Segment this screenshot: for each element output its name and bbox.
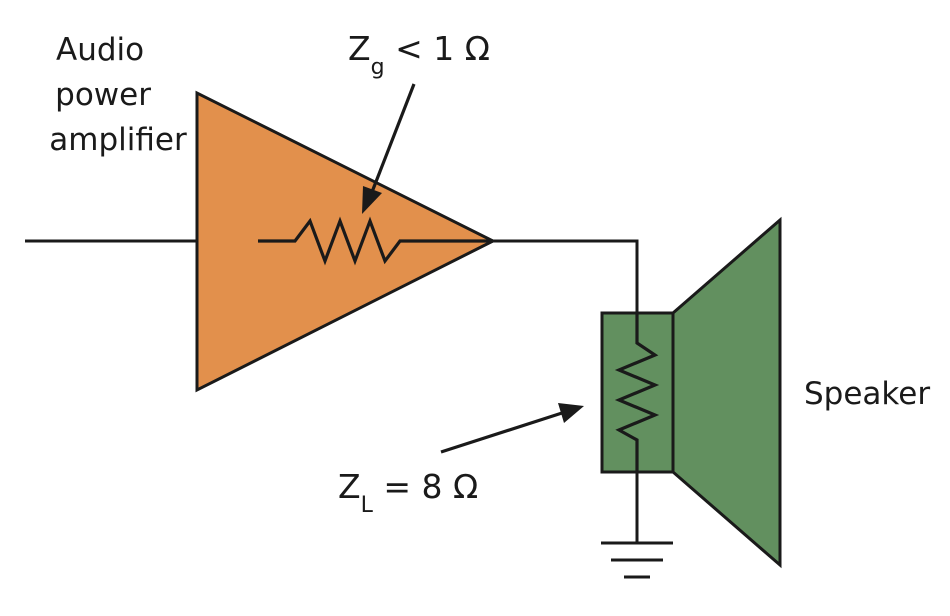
speaker-label: Speaker: [804, 376, 930, 412]
source-impedance-resistor: [258, 216, 493, 266]
ground-symbol: [601, 541, 673, 579]
amplifier-label-line2: power: [55, 77, 151, 113]
zg-label: Zg < 1 Ω: [348, 29, 490, 80]
zl-label: ZL = 8 Ω: [338, 467, 478, 518]
zg-label-rest: < 1 Ω: [385, 29, 490, 68]
amplifier-triangle: [195, 90, 497, 393]
zl-label-rest: = 8 Ω: [373, 467, 478, 506]
amplifier-label-line3: amplifier: [49, 122, 187, 158]
zl-label-sub: L: [361, 493, 374, 518]
output-wire: [493, 239, 639, 313]
zg-label-sub: g: [371, 55, 385, 80]
load-impedance-resistor: [614, 313, 660, 472]
amplifier-label: Audio power amplifier: [49, 32, 187, 158]
speaker-cone: [671, 216, 782, 569]
zl-label-main: Z: [338, 467, 361, 506]
zl-arrow: [440, 403, 584, 454]
zg-label-main: Z: [348, 29, 371, 68]
amplifier-label-line1: Audio: [56, 32, 144, 68]
zg-arrow: [362, 83, 416, 214]
